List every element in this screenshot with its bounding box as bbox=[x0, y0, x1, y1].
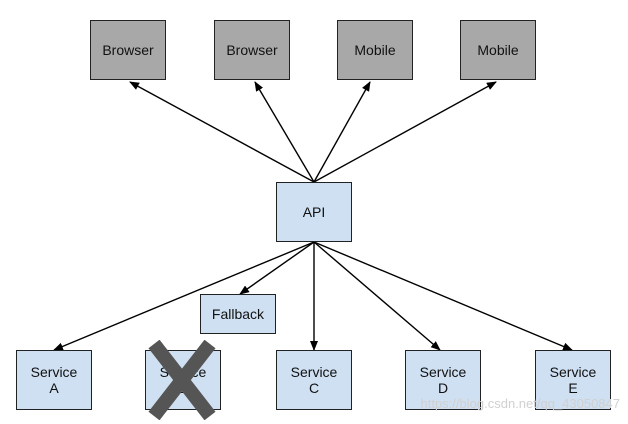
edge-api-to-service-a bbox=[53, 241, 315, 351]
service-d-box: Service D bbox=[405, 350, 481, 410]
edge-api-to-browser-2 bbox=[254, 81, 315, 183]
fallback-box: Fallback bbox=[200, 294, 276, 334]
client-browser-2: Browser bbox=[214, 20, 290, 80]
api-gateway-box: API bbox=[276, 182, 352, 242]
client-label: Browser bbox=[226, 42, 278, 58]
service-label: Service D bbox=[419, 364, 467, 396]
edge-api-to-service-d bbox=[313, 241, 441, 351]
fallback-label: Fallback bbox=[211, 306, 265, 322]
client-browser-1: Browser bbox=[90, 20, 166, 80]
service-label: Service C bbox=[290, 364, 338, 396]
service-label: Service E bbox=[549, 364, 597, 396]
service-label: Service A bbox=[30, 364, 78, 396]
edge-api-to-fallback bbox=[239, 241, 315, 295]
edge-api-to-service-e bbox=[313, 241, 573, 351]
watermark-text: https://blog.csdn.net/qq_43050847 bbox=[420, 396, 621, 411]
edge-api-to-mobile-2 bbox=[313, 81, 497, 183]
service-e-box: Service E bbox=[535, 350, 611, 410]
service-c-box: Service C bbox=[276, 350, 352, 410]
client-mobile-2: Mobile bbox=[460, 20, 536, 80]
client-label: Mobile bbox=[477, 42, 519, 58]
service-a-box: Service A bbox=[16, 350, 92, 410]
edge-api-to-mobile-1 bbox=[313, 81, 371, 183]
edge-api-to-browser-1 bbox=[129, 81, 315, 183]
client-label: Browser bbox=[102, 42, 154, 58]
api-label: API bbox=[302, 204, 326, 220]
client-mobile-1: Mobile bbox=[337, 20, 413, 80]
failure-x-icon bbox=[148, 340, 216, 420]
client-label: Mobile bbox=[354, 42, 396, 58]
